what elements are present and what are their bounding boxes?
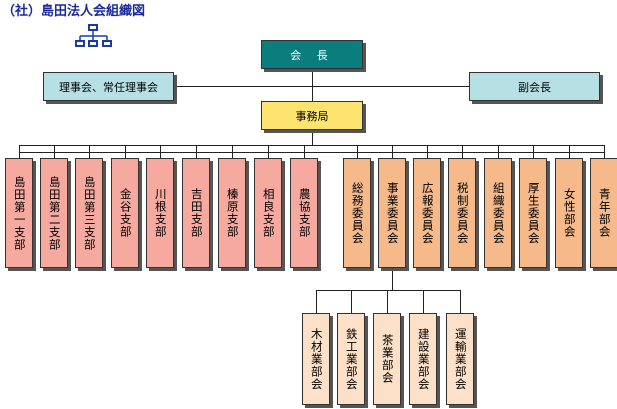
- trunk-line: [312, 69, 313, 101]
- secretariat-drop-line: [312, 130, 313, 145]
- industry-group-box: 木材業部会: [302, 313, 330, 405]
- industry-drop-line: [316, 290, 317, 313]
- committee-box: 事業委員会: [378, 158, 406, 268]
- branch-box: 相良支部: [254, 158, 282, 268]
- industry-drop-line: [351, 290, 352, 313]
- committee-box: 青年部会: [590, 158, 617, 268]
- branch-drop-line: [160, 145, 161, 158]
- president-box: 会 長: [261, 40, 363, 69]
- vice-president-box: 副会長: [469, 72, 600, 101]
- branch-box: 吉田支部: [182, 158, 210, 268]
- committee-box: 広報委員会: [413, 158, 441, 268]
- industry-group-box: 建設業部会: [409, 313, 437, 405]
- committee-drop-line: [427, 145, 428, 158]
- committee-box: 総務委員会: [343, 158, 371, 268]
- committee-box: 厚生委員会: [519, 158, 547, 268]
- committee-drop-line: [569, 145, 570, 158]
- committee-box: 組織委員会: [484, 158, 512, 268]
- branch-box: 農協支部: [290, 158, 318, 268]
- branch-box: 金谷支部: [111, 158, 139, 268]
- committee-drop-line: [462, 145, 463, 158]
- branch-drop-line: [89, 145, 90, 158]
- branch-drop-line: [232, 145, 233, 158]
- committee-drop-line: [604, 145, 605, 158]
- branch-drop-line: [54, 145, 55, 158]
- industry-drop-line: [460, 290, 461, 313]
- secretariat-box: 事務局: [261, 101, 363, 130]
- industry-group-box: 運輸業部会: [446, 313, 474, 405]
- bus-line-upper: [19, 145, 605, 146]
- branch-box: 島田第三支部: [75, 158, 103, 268]
- branch-box: 島田第一支部: [5, 158, 33, 268]
- org-chart-icon: [75, 24, 112, 47]
- branch-box: 川根支部: [146, 158, 174, 268]
- committee-box: 税制委員会: [448, 158, 476, 268]
- committee-box: 女性部会: [555, 158, 583, 268]
- committee-drop-line: [357, 145, 358, 158]
- industry-drop-line: [423, 290, 424, 313]
- industry-bus-line: [316, 290, 461, 291]
- bus-line-lower: [19, 152, 605, 153]
- branch-drop-line: [19, 145, 20, 158]
- industry-group-box: 茶業部会: [373, 313, 401, 405]
- branch-drop-line: [196, 145, 197, 158]
- committee-drop-line: [533, 145, 534, 158]
- branch-box: 島田第二支部: [40, 158, 68, 268]
- branch-drop-line: [125, 145, 126, 158]
- committee-drop-line: [392, 145, 393, 158]
- page-title: （社）島田法人会組織図: [2, 4, 146, 19]
- industry-group-box: 鉄工業部会: [337, 313, 365, 405]
- industry-drop-line: [387, 290, 388, 313]
- branch-drop-line: [268, 145, 269, 158]
- committee-drop-line: [498, 145, 499, 158]
- branch-drop-line: [304, 145, 305, 158]
- branch-box: 榛原支部: [218, 158, 246, 268]
- board-vice-line: [174, 86, 469, 87]
- business-committee-drop-line: [392, 268, 393, 290]
- board-box: 理事会、常任理事会: [43, 72, 174, 101]
